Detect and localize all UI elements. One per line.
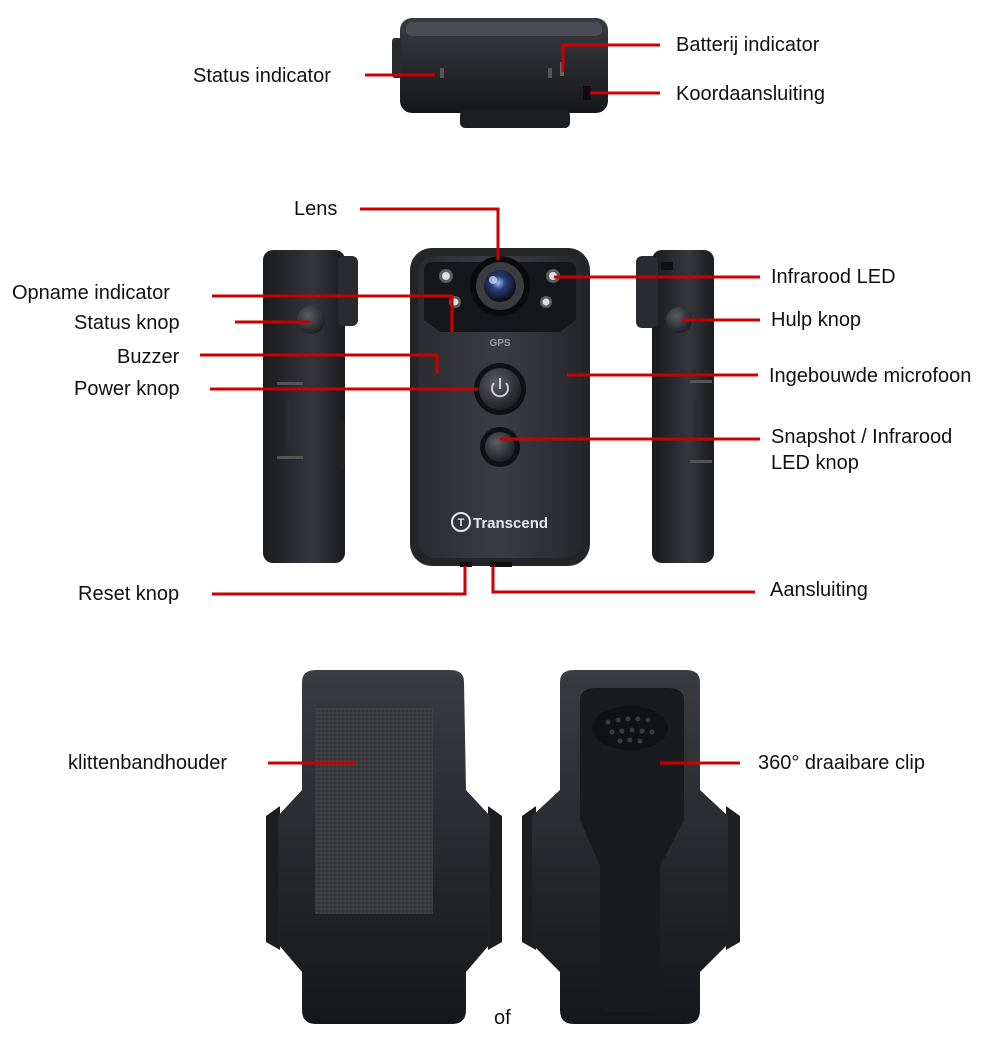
label-status-button: Status knop: [74, 312, 180, 334]
label-connector: Aansluiting: [770, 579, 868, 601]
leader-buzzer: [200, 353, 439, 374]
clip-shape: [580, 688, 684, 1012]
label-buzzer: Buzzer: [117, 346, 180, 368]
label-recording-indicator: Opname indicator: [12, 282, 170, 304]
snapshot-button-shape: [485, 432, 515, 462]
label-reset-button: Reset knop: [78, 583, 180, 605]
label-infrared-led: Infrarood LED: [771, 266, 896, 288]
power-icon: [491, 378, 509, 398]
leader-battery-indicator: [561, 43, 660, 72]
leader-lens: [360, 207, 500, 260]
camera-front-view: GPS T Transcend: [410, 248, 590, 567]
label-built-in-microphone: Ingebouwde microfoon: [769, 365, 972, 387]
camera-left-side-view: [263, 250, 358, 563]
lens-shape: [484, 270, 516, 302]
svg-text:T: T: [458, 517, 465, 529]
gps-mark: GPS: [489, 338, 510, 349]
velcro-holder-image: [266, 670, 502, 1024]
help-button-shape: [666, 307, 692, 333]
label-or: of: [494, 1007, 511, 1029]
transcend-logo-icon: T: [451, 512, 471, 532]
leader-recording-indicator: [212, 294, 454, 332]
label-help-button: Hulp knop: [771, 309, 862, 331]
camera-right-side-view: [636, 250, 714, 563]
label-power-button: Power knop: [74, 378, 180, 400]
connector-port: [490, 562, 512, 567]
rotating-clip-image: [522, 670, 740, 1024]
label-snapshot-button-line1: Snapshot / Infrarood: [771, 426, 953, 448]
label-lens: Lens: [294, 198, 338, 220]
label-snapshot-button-line2: LED knop: [771, 452, 859, 474]
cord-connection-slot: [583, 86, 591, 100]
leader-connector: [491, 566, 755, 594]
status-indicator-led: [440, 68, 444, 78]
label-status-indicator: Status indicator: [193, 65, 331, 87]
reset-button-hole: [460, 562, 472, 567]
status-button-shape: [297, 306, 325, 334]
camera-top-view: [392, 18, 608, 128]
battery-indicator-led: [548, 68, 552, 78]
label-velcro-holder: klittenbandhouder: [68, 752, 228, 774]
label-rotating-clip: 360° draaibare clip: [758, 752, 925, 774]
leader-reset-button: [212, 566, 467, 596]
velcro-pad: [315, 708, 433, 914]
leader-lines: [200, 43, 760, 765]
label-cord-connection: Koordaansluiting: [676, 83, 825, 105]
label-battery-indicator: Batterij indicator: [676, 34, 820, 56]
brand-text: Transcend: [473, 515, 548, 532]
